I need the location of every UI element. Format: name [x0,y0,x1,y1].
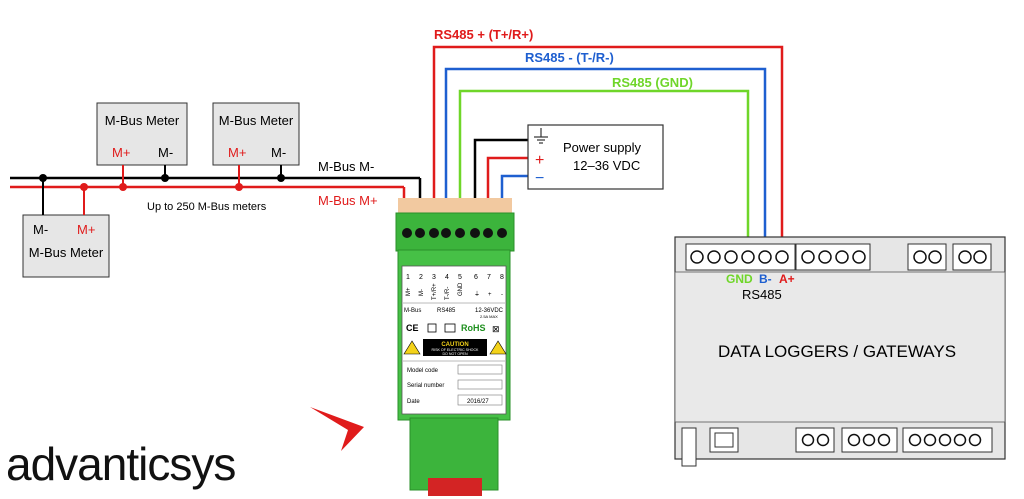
model-code-field [457,364,503,375]
model-code-label: Model code [407,368,439,374]
terminal-function: GND [458,282,464,296]
rs485-gnd-label: RS485 (GND) [612,75,693,90]
terminal-number: 5 [458,274,462,281]
caution-line2: DO NOT OPEN [442,352,467,356]
rs485-gnd-wire [458,89,750,248]
connector-port-icon [709,427,739,453]
rs485-plus-wire [432,45,784,248]
terminal-number: 8 [500,274,504,281]
ce-mark: CE [406,323,419,333]
gnd-pin-label: GND [726,272,753,286]
terminal-function: ⏚ [474,291,480,298]
terminal-function: - [501,292,503,298]
mbus-minus-label: M-Bus M- [318,159,374,174]
bus-capacity-note: Up to 250 M-Bus meters [147,201,267,213]
rs485-minus-label: RS485 - (T-/R-) [525,50,614,65]
manual-book-icon [444,323,456,333]
terminal-number: 1 [406,274,410,281]
meter-plus-label: M+ [112,145,130,160]
terminal-function: M- [419,289,425,296]
terminal-function: + [488,292,492,298]
terminal-number: 7 [487,274,491,281]
meter-plus-label: M+ [228,145,246,160]
terminal-function: T+/R+ [432,283,438,300]
power-ground-wire [473,138,528,215]
junction-dot [161,174,169,182]
group-power-label: 12-36VDC [475,308,504,314]
date-field [457,394,503,406]
warning-triangle-icon [489,340,507,355]
terminal-number: 6 [474,274,478,281]
junction-dot [119,183,127,191]
ground-icon [534,128,548,144]
rohs-mark: RoHS [461,323,486,333]
meter-title: M-Bus Meter [105,113,180,128]
group-mbus-label: M-Bus [404,308,421,314]
date-value: 2016/27 [467,399,489,405]
terminal-number: 4 [445,274,449,281]
meter-minus-label: M- [271,145,286,160]
brand-name: advanticsys [6,438,235,490]
power-plus-symbol: + [535,152,544,169]
meter-minus-label: M- [158,145,173,160]
top-terminal-block [795,243,871,271]
terminal-number-row: 1 2 3 4 5 6 7 8 [406,274,504,281]
top-terminal-block [685,243,796,271]
serial-number-label: Serial number [407,383,444,389]
warning-triangle-icon [403,340,421,355]
junction-dot [235,183,243,191]
rs485-minus-wire [444,67,767,248]
rs485-port-label: RS485 [742,287,782,302]
power-supply: + − Power supply 12–36 VDC [527,124,664,190]
caution-line1: RISK OF ELECTRIC SHOCK [432,348,480,352]
logo-swoosh-icon [310,407,364,451]
meter-minus-label: M- [33,222,48,237]
power-current-label: 2.5A MAX [480,314,498,319]
terminal-number: 2 [419,274,423,281]
power-minus-symbol: − [535,170,544,187]
mbus-rs485-converter: 1 2 3 4 5 6 7 8 M+ M- T+/R+ T-/R- GND ⏚ … [395,198,515,496]
terminal-function: T-/R- [445,287,451,300]
caution-title: CAUTION [441,342,468,348]
b-minus-pin-label: B- [759,272,772,286]
bottom-terminal-block [841,427,898,453]
weee-bin-icon: ⊠ [492,324,500,334]
mbus-meter: M-Bus Meter M+ M- [96,102,188,166]
power-voltage: 12–36 VDC [573,158,640,173]
terminal-number: 3 [432,274,436,281]
date-label: Date [407,399,420,405]
meter-plus-label: M+ [77,222,95,237]
power-plus-wire [486,156,528,215]
bottom-terminal-block [795,427,835,453]
bottom-terminal-block [902,427,993,453]
power-title: Power supply [563,140,642,155]
dip-switch-icon [681,427,697,467]
top-terminal-block [952,243,992,271]
mbus-plus-label: M-Bus M+ [318,193,378,208]
junction-dot [80,183,88,191]
gateway-title: DATA LOGGERS / GATEWAYS [718,342,956,361]
serial-number-field [457,379,503,390]
caution-panel: CAUTION RISK OF ELECTRIC SHOCK DO NOT OP… [403,339,507,356]
terminal-function-row: M+ M- T+/R+ T-/R- GND ⏚ + - [406,282,503,300]
rs485-plus-label: RS485 + (T+/R+) [434,27,533,42]
data-logger-gateway: GND B- A+ RS485 DATA LOGGERS / GATEWAYS [674,236,1006,467]
group-rs485-label: RS485 [437,308,456,314]
mbus-meter: M-Bus Meter M+ M- [212,102,300,166]
brand-logo: advanticsys [6,407,364,490]
mbus-meter: M- M+ M-Bus Meter [22,214,110,278]
junction-dot [277,174,285,182]
meter-title: M-Bus Meter [219,113,294,128]
junction-dot [39,174,47,182]
a-plus-pin-label: A+ [779,272,795,286]
terminal-function: M+ [406,287,412,296]
top-terminal-block [907,243,947,271]
meter-title: M-Bus Meter [29,245,104,260]
class2-icon [427,323,437,333]
converter-screws [402,228,507,238]
